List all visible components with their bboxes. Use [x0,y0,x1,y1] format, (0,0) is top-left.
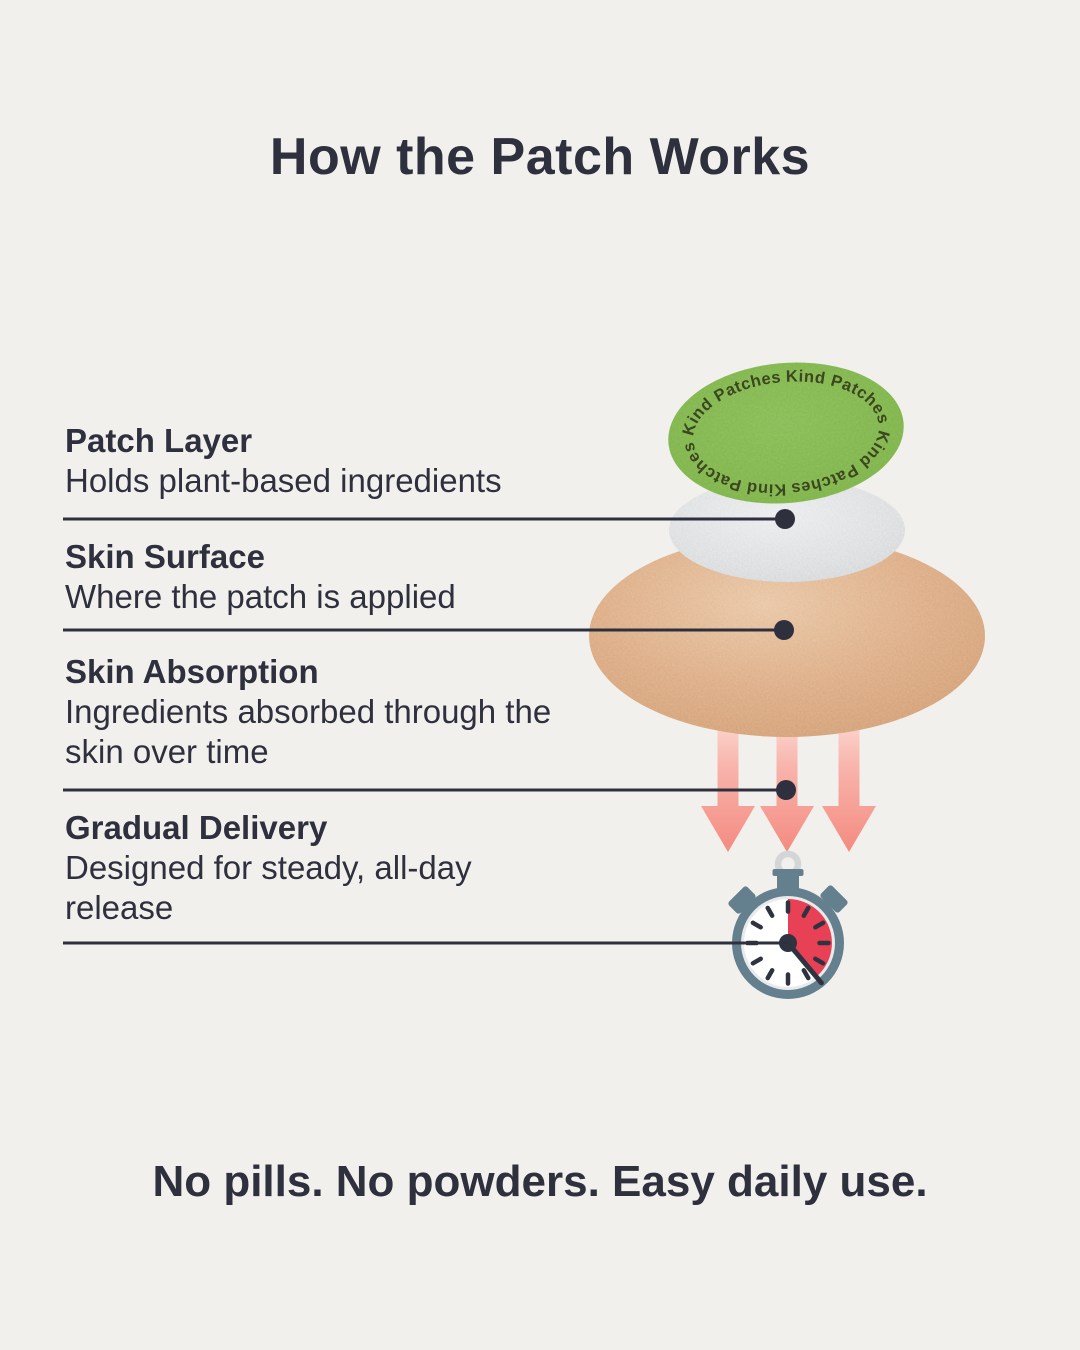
page-title: How the Patch Works [269,128,811,186]
step-title: Gradual Delivery [65,809,328,846]
step-title: Skin Surface [65,538,265,575]
step-title: Skin Absorption [65,653,319,690]
arrow-down-icon [822,700,876,852]
stopwatch-crown [777,871,799,891]
stopwatch-icon [728,850,848,999]
step-patch-layer: Patch Layer Holds plant-based ingredient… [65,421,585,501]
arrow-down-icon [701,700,755,852]
step-title: Patch Layer [65,422,253,459]
stopwatch-right-button [820,885,848,913]
adhesive-layer [669,478,905,582]
stopwatch-left-button [728,886,756,914]
step-description: Holds plant-based ingredients [65,462,502,499]
stopwatch-elapsed-wedge [788,899,832,976]
step-skin-surface: Skin Surface Where the patch is applied [65,537,585,617]
connector-dot-patch-layer [775,509,795,529]
connector-lines [63,517,788,945]
step-description: Designed for steady, all-day release [65,849,472,926]
connector-dot-skin-surface [774,620,794,640]
connector-dot-skin-absorption [776,780,796,800]
step-description: Where the patch is applied [65,578,456,615]
step-gradual-delivery: Gradual Delivery Designed for steady, al… [65,808,585,928]
patch-top-layer: Kind Patches Kind Patches Kind Patches K… [668,359,904,507]
arrow-down-icon [760,700,814,852]
step-description: Ingredients absorbed through the skin ov… [65,693,552,770]
tagline: No pills. No powders. Easy daily use. [152,1157,928,1206]
absorption-arrows [701,700,876,852]
step-skin-absorption: Skin Absorption Ingredients absorbed thr… [65,652,585,772]
connector-dots [774,509,796,800]
